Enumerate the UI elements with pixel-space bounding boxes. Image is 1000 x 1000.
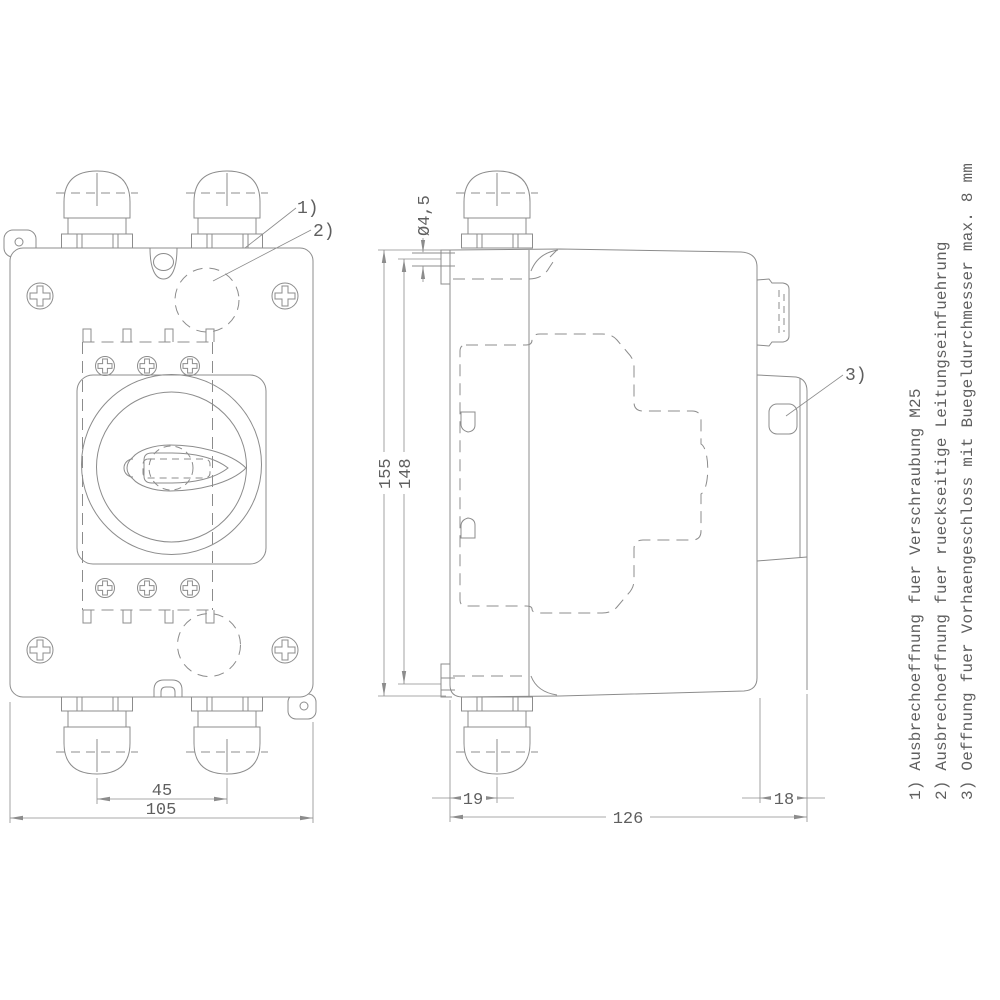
- dim-overall-height: 155: [376, 250, 446, 696]
- svg-text:19: 19: [463, 791, 483, 810]
- note-3: 3) Oeffnung fuer Vorhaengeschloss mit Bu…: [959, 163, 977, 800]
- padlock-hole: [769, 404, 797, 434]
- svg-text:148: 148: [397, 458, 416, 489]
- dim-overall-depth: 126: [450, 694, 807, 829]
- lid-chamfer: [550, 250, 557, 257]
- enclosure-front-body: [10, 248, 313, 697]
- note-2: 2) Ausbrechoeffnung fuer rueckseitige Le…: [933, 241, 951, 800]
- dim-hole-diameter: Ø4,5: [416, 195, 435, 282]
- mounting-ear-bottom-right: [288, 694, 316, 719]
- cable-gland: [455, 696, 539, 775]
- side-ear-top: [412, 250, 455, 284]
- callout-1: 1): [297, 199, 319, 219]
- front-view: 1) 2) 45 105: [4, 170, 335, 823]
- knockout-circle-top: [175, 268, 239, 332]
- cable-gland: [55, 170, 139, 249]
- cable-gland: [185, 170, 269, 249]
- side-view: 3) 19 126: [376, 170, 867, 829]
- knockout-circle-bottom: [178, 614, 241, 677]
- dim-bracket-depth: 18: [742, 698, 825, 810]
- din-clip-top: [461, 412, 475, 432]
- svg-text:45: 45: [152, 782, 172, 801]
- svg-text:105: 105: [146, 801, 177, 820]
- top-tab-hole: [154, 254, 174, 271]
- dim-gland-spacing: 45: [97, 778, 227, 804]
- bottom-arch-inner: [161, 687, 175, 697]
- callout-2: 2): [313, 222, 335, 242]
- cover-bottom-curve: [531, 676, 557, 695]
- dim-mounting-hole-spacing: 148: [396, 259, 441, 684]
- knob-outer-circle: [82, 375, 262, 555]
- cable-gland: [455, 170, 539, 249]
- note-1: 1) Ausbrechoeffnung fuer Verschraubung M…: [907, 388, 925, 800]
- svg-text:Ø4,5: Ø4,5: [416, 195, 435, 236]
- ear-hole-top-left: [15, 238, 23, 246]
- module-outline-side: [460, 334, 708, 613]
- cover-ledge-top: [453, 259, 555, 279]
- rotary-handle: [124, 445, 246, 491]
- ear-hole-bottom-right: [300, 702, 308, 710]
- cable-gland: [185, 696, 269, 775]
- cover-top-curve: [531, 250, 558, 271]
- dim-overall-width: 105: [10, 702, 313, 823]
- dim-gland-offset: 19: [432, 700, 514, 822]
- padlock-bracket: [757, 375, 807, 690]
- notes-column: 1) Ausbrechoeffnung fuer Verschraubung M…: [907, 163, 977, 800]
- svg-text:155: 155: [377, 458, 396, 489]
- knob-side-profile: [757, 279, 789, 346]
- knob-inner-circle: [97, 392, 247, 542]
- din-clip-bottom: [461, 518, 475, 538]
- leader-2: [213, 230, 311, 281]
- bottom-arch-outer: [154, 680, 182, 697]
- side-ear-bottom: [441, 664, 455, 697]
- leader-1: [245, 208, 296, 248]
- callout-3: 3): [845, 366, 867, 386]
- cable-gland: [55, 696, 139, 775]
- svg-text:18: 18: [774, 791, 794, 810]
- leader-3: [786, 375, 843, 416]
- enclosure-side-body: [450, 249, 757, 697]
- top-tab: [150, 248, 177, 279]
- svg-text:126: 126: [613, 810, 644, 829]
